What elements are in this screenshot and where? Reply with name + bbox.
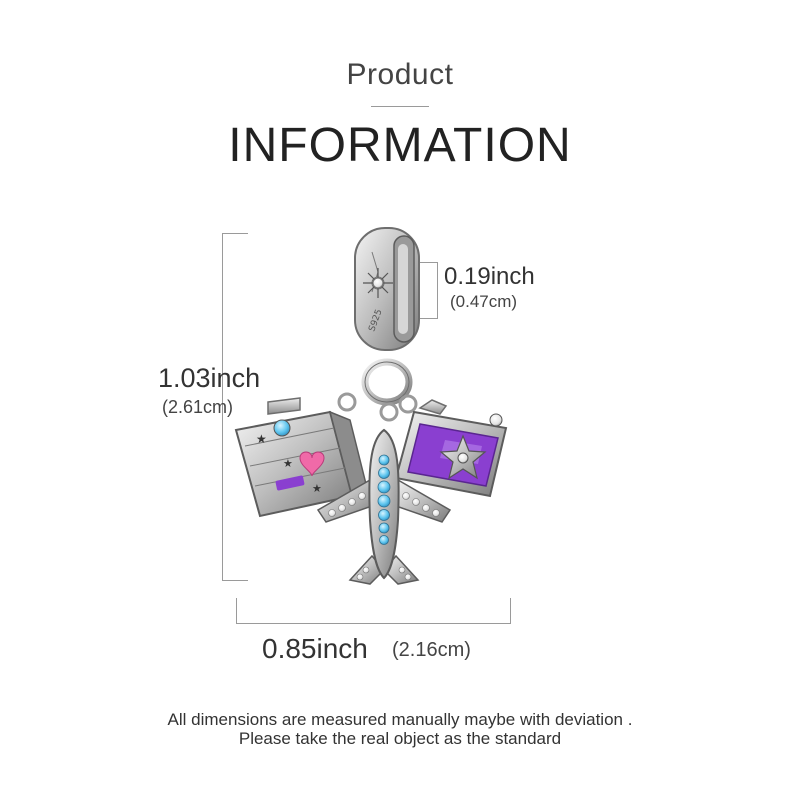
- svg-text:★: ★: [283, 457, 293, 470]
- width-bracket-line: [236, 623, 511, 624]
- width-bracket-left: [236, 598, 237, 624]
- header-divider: [371, 106, 429, 107]
- height-bracket-line: [222, 233, 223, 581]
- disclaimer-line-2: Please take the real object as the stand…: [238, 729, 562, 748]
- height-bracket-top: [222, 233, 248, 234]
- header-subtitle: Product: [346, 58, 454, 91]
- svg-text:★: ★: [256, 432, 267, 446]
- loop-bracket-top: [420, 262, 438, 263]
- height-bracket-bottom: [222, 580, 248, 581]
- svg-text:★: ★: [312, 482, 322, 495]
- loop-height-cm: (0.47cm): [450, 292, 518, 311]
- disclaimer-line-1: All dimensions are measured manually may…: [167, 710, 633, 729]
- camera-charm: [394, 399, 508, 498]
- width-bracket-right: [510, 598, 511, 624]
- loop-bracket-line: [437, 262, 438, 319]
- loop-bracket-bottom: [420, 318, 438, 319]
- total-width-cm: (2.16cm): [392, 639, 471, 661]
- airplane-charm: [316, 428, 452, 585]
- total-height-cm: (2.61cm): [162, 397, 234, 417]
- bail-bead: S925: [354, 227, 420, 351]
- suitcase-charm: ★ ★ ★: [234, 397, 372, 518]
- total-width-inch: 0.85inch: [262, 633, 368, 664]
- header-title: INFORMATION: [228, 119, 572, 172]
- total-height-inch: 1.03inch: [158, 363, 261, 393]
- loop-height-inch: 0.19inch: [444, 263, 535, 290]
